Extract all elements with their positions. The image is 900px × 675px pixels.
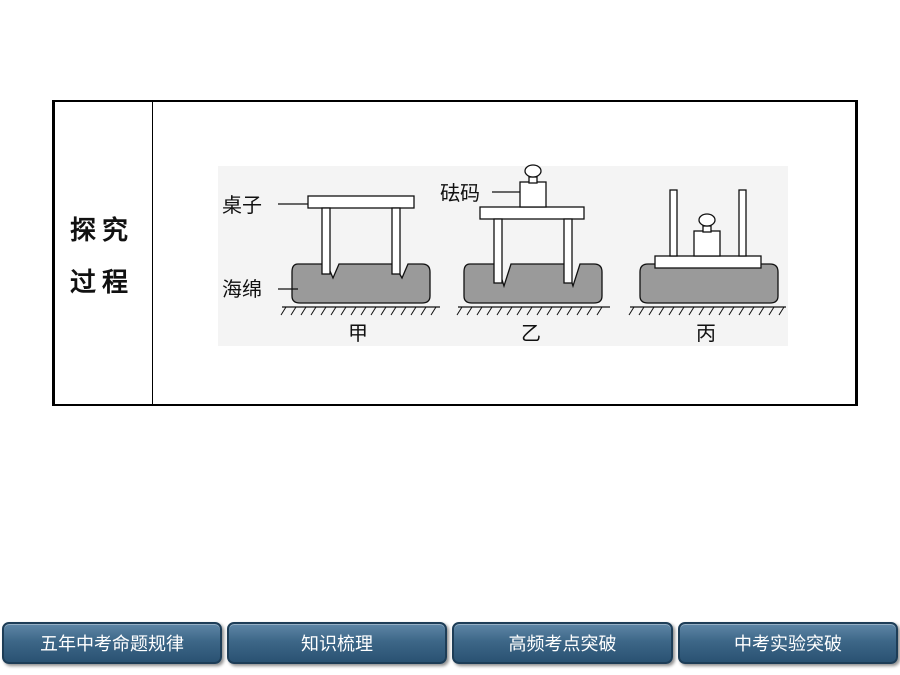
weight-b-knob — [524, 164, 542, 178]
table-top-b — [479, 206, 585, 220]
table-right-border — [855, 100, 858, 406]
label-table: 桌子 — [222, 193, 262, 217]
weight-b-neck — [528, 176, 538, 184]
table-column-divider — [152, 100, 153, 406]
table-leg-c-right — [738, 189, 747, 257]
table-leg-c-left — [669, 189, 678, 257]
table-leg-b-right — [563, 218, 573, 284]
table-left-border — [52, 100, 55, 406]
table-top-a — [307, 195, 415, 209]
ground-hatch-c — [628, 306, 785, 316]
sponge-b — [463, 263, 603, 304]
label-weight: 砝码 — [440, 181, 480, 205]
nav-button-experiments[interactable]: 中考实验突破 — [678, 622, 898, 664]
label-panel-b: 乙 — [521, 321, 541, 345]
panel-a — [278, 195, 440, 316]
label-panel-c: 丙 — [696, 321, 716, 345]
nav-button-key-points[interactable]: 高频考点突破 — [452, 622, 673, 664]
row-label-line-2: 过程 — [69, 268, 134, 298]
weight-c-knob — [698, 213, 716, 227]
nav-button-exam-patterns[interactable]: 五年中考命题规律 — [2, 622, 222, 664]
table-top-border — [52, 100, 858, 102]
pressure-experiment-figure: 桌子 海绵 甲 砝码 乙 — [218, 164, 788, 346]
row-label-line-1: 探究 — [69, 216, 134, 246]
table-bottom-border — [52, 404, 858, 406]
table-top-c — [654, 255, 762, 269]
label-panel-a: 甲 — [348, 321, 368, 345]
sponge-a — [291, 263, 431, 304]
panel-c — [628, 189, 786, 316]
weight-b-body — [519, 181, 547, 208]
experiment-table — [52, 100, 858, 406]
sponge-c — [639, 263, 779, 304]
ground-hatch-a — [280, 306, 437, 316]
table-leg-a-right — [391, 207, 401, 275]
panel-b — [456, 164, 610, 316]
weight-c-body — [693, 230, 721, 257]
table-leg-a-left — [321, 207, 331, 275]
weight-c-neck — [702, 225, 712, 233]
row-label-process: 探究 过程 — [62, 205, 142, 309]
label-sponge: 海绵 — [222, 277, 262, 301]
table-leg-b-left — [493, 218, 503, 284]
nav-button-knowledge-review[interactable]: 知识梳理 — [227, 622, 447, 664]
ground-hatch-b — [456, 306, 603, 316]
